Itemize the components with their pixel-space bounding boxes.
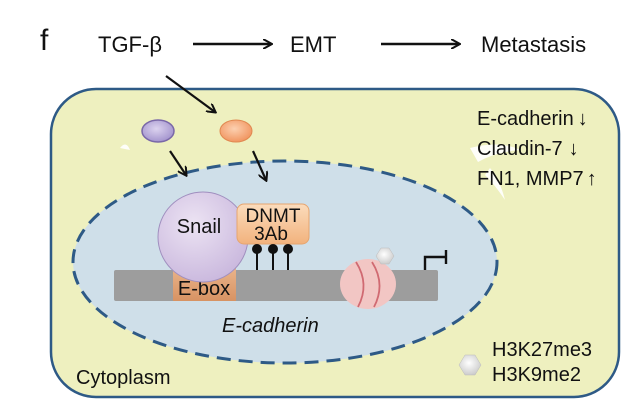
orange-protein	[219, 119, 253, 143]
legend: H3K27me3 H3K9me2	[458, 339, 592, 386]
methyl-mark	[268, 244, 278, 254]
nucleosome	[340, 259, 396, 309]
dna-wrap-line	[355, 261, 365, 308]
marker-claudin-7: Claudin-7 ↓	[477, 138, 579, 160]
transcription-start-site-icon	[423, 250, 448, 270]
marker-direction-up: ↑	[587, 168, 597, 190]
marker-direction-down: ↓	[578, 108, 588, 130]
dnmt-label-line2: 3Ab	[254, 224, 288, 245]
marker-list: E-cadherin↓ Claudin-7↓ FN1, MMP7↑	[477, 108, 597, 190]
snail-label: Snail	[177, 216, 221, 238]
gene-label: E-cadherin	[222, 315, 319, 337]
histone-mark-hexagon	[375, 247, 395, 265]
pathway-step-metastasis: Metastasis	[481, 32, 586, 57]
highlight-artifact	[120, 144, 130, 150]
pathway-step-tgf-beta: TGF-β	[98, 32, 162, 57]
marker-direction-down: ↓	[569, 138, 579, 160]
marker-name: E-cadherin	[477, 108, 574, 130]
highlight-artifact	[485, 168, 505, 200]
marker-fn1-mmp7: FN1, MMP7↑	[477, 168, 597, 190]
purple-to-snail-arrow	[169, 150, 186, 175]
methylation-marks	[252, 244, 293, 270]
histone-octamer	[340, 259, 396, 309]
pathway: TGF-β EMT Metastasis	[98, 32, 586, 57]
pathway-step-emt: EMT	[290, 32, 336, 57]
methyl-mark	[283, 244, 293, 254]
dnmt-label-line1: DNMT	[246, 206, 301, 227]
dna-wrap-line	[371, 261, 381, 308]
tgf-to-receptor-arrow	[165, 75, 215, 112]
methyl-mark	[252, 244, 262, 254]
marker-e-cadherin: E-cadherin↓	[477, 108, 588, 130]
marker-name: FN1, MMP7	[477, 168, 584, 190]
legend-line1: H3K27me3	[492, 339, 592, 361]
orange-to-dnmt-arrow	[251, 150, 266, 180]
legend-hexagon-icon	[458, 354, 482, 376]
ebox-label: E-box	[178, 278, 230, 300]
panel-label: f	[40, 24, 49, 57]
marker-name: Claudin-7	[477, 138, 563, 160]
legend-line2: H3K9me2	[492, 364, 581, 386]
purple-protein	[141, 119, 175, 143]
highlight-artifact	[470, 144, 520, 162]
cytoplasm-label: Cytoplasm	[76, 367, 170, 389]
